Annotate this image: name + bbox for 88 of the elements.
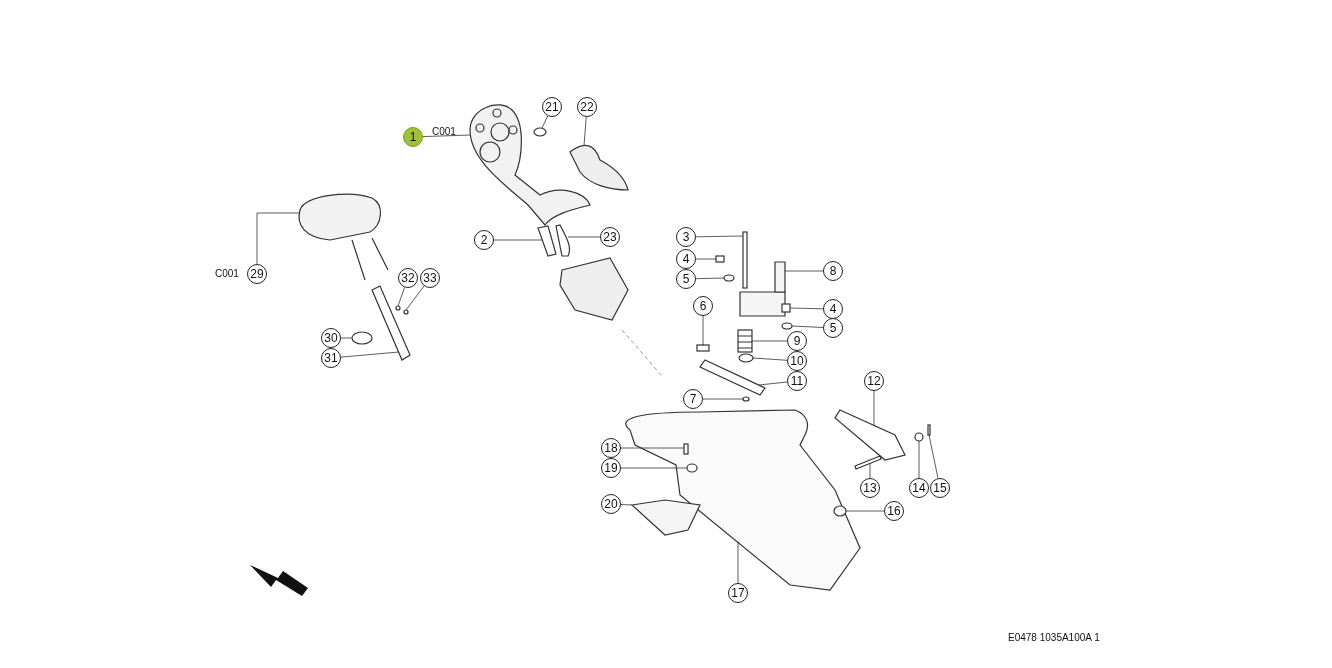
mounting-plate — [630, 499, 701, 536]
washer — [738, 353, 754, 363]
callout-number: 33 — [420, 268, 440, 288]
leader-line — [493, 239, 543, 241]
leader-line — [928, 434, 939, 479]
leader-line — [845, 510, 885, 512]
callout-number: 15 — [930, 478, 950, 498]
screw — [715, 255, 725, 263]
callout-number: 21 — [542, 97, 562, 117]
nut — [533, 127, 547, 137]
callout-number: 22 — [577, 97, 597, 117]
callout-number: 3 — [676, 227, 696, 247]
callout-number: 29 — [247, 264, 267, 284]
callout-number: 8 — [823, 261, 843, 281]
callout-number: 23 — [600, 227, 620, 247]
callout-number: 12 — [864, 371, 884, 391]
clamp — [351, 331, 373, 345]
callout-number: 18 — [601, 438, 621, 458]
leader-line — [620, 504, 633, 506]
leader-line — [789, 307, 824, 310]
callout-number: 5 — [823, 318, 843, 338]
drawing-number: E0478 1035A100A 1 — [1008, 632, 1100, 644]
callout-number: 6 — [693, 296, 713, 316]
washer — [723, 274, 735, 282]
leader-line — [567, 236, 601, 238]
callout-number: 11 — [787, 371, 807, 391]
joystick-handle — [469, 104, 591, 226]
leader-line — [695, 258, 717, 260]
callout-number: 30 — [321, 328, 341, 348]
callout-number: 17 — [728, 583, 748, 603]
callout-number: 31 — [321, 348, 341, 368]
callout-number: 10 — [787, 351, 807, 371]
callout-number: 16 — [884, 501, 904, 521]
part-code: C001 — [215, 268, 239, 280]
leader-line — [620, 467, 688, 469]
nut — [742, 396, 750, 402]
screw — [781, 303, 791, 313]
callout-number: 4 — [823, 299, 843, 319]
callout-number: 2 — [474, 230, 494, 250]
bolt — [854, 455, 882, 470]
leader-line — [340, 351, 400, 358]
callout-number: 13 — [860, 478, 880, 498]
washer — [914, 432, 924, 442]
callout-number: 9 — [787, 331, 807, 351]
rail — [699, 359, 766, 396]
grip-cover — [569, 144, 629, 191]
pin — [927, 424, 931, 436]
callout-number: 32 — [398, 268, 418, 288]
callout-number: 7 — [683, 389, 703, 409]
leader-line — [397, 287, 405, 307]
washer — [781, 322, 793, 330]
leader-line — [695, 277, 725, 280]
leader-line — [256, 212, 301, 265]
lever-strip — [555, 224, 571, 257]
callout-number: 4 — [676, 249, 696, 269]
plate — [696, 344, 710, 352]
callout-number: 19 — [601, 458, 621, 478]
spring — [737, 329, 753, 353]
bracket — [739, 261, 786, 317]
leader-line — [784, 270, 824, 272]
leader-line — [737, 541, 739, 584]
leader-line — [873, 390, 875, 427]
leader-line — [702, 315, 704, 347]
leader-line — [751, 340, 788, 342]
clip — [537, 225, 557, 257]
leader-line — [695, 235, 744, 238]
leader-line — [702, 398, 744, 400]
part-code: C001 — [432, 126, 456, 138]
leader-line — [758, 381, 788, 386]
callout-number: 20 — [601, 494, 621, 514]
leader-line — [583, 116, 587, 147]
leader-line — [405, 285, 425, 311]
callout-number: 1 — [403, 127, 423, 147]
control-panel — [298, 193, 389, 281]
leader-line — [791, 325, 824, 328]
leader-line — [541, 115, 549, 129]
washer — [395, 305, 401, 311]
callout-number: 14 — [909, 478, 929, 498]
leader-line — [422, 134, 471, 137]
leader-line — [918, 440, 920, 479]
stud-bolt — [742, 231, 748, 289]
leader-line — [869, 462, 871, 479]
callout-number: 5 — [676, 269, 696, 289]
mounting-bar — [371, 285, 411, 361]
leader-line — [340, 337, 353, 339]
leader-line — [620, 447, 685, 449]
nut — [403, 309, 409, 315]
leader-line — [752, 357, 788, 361]
